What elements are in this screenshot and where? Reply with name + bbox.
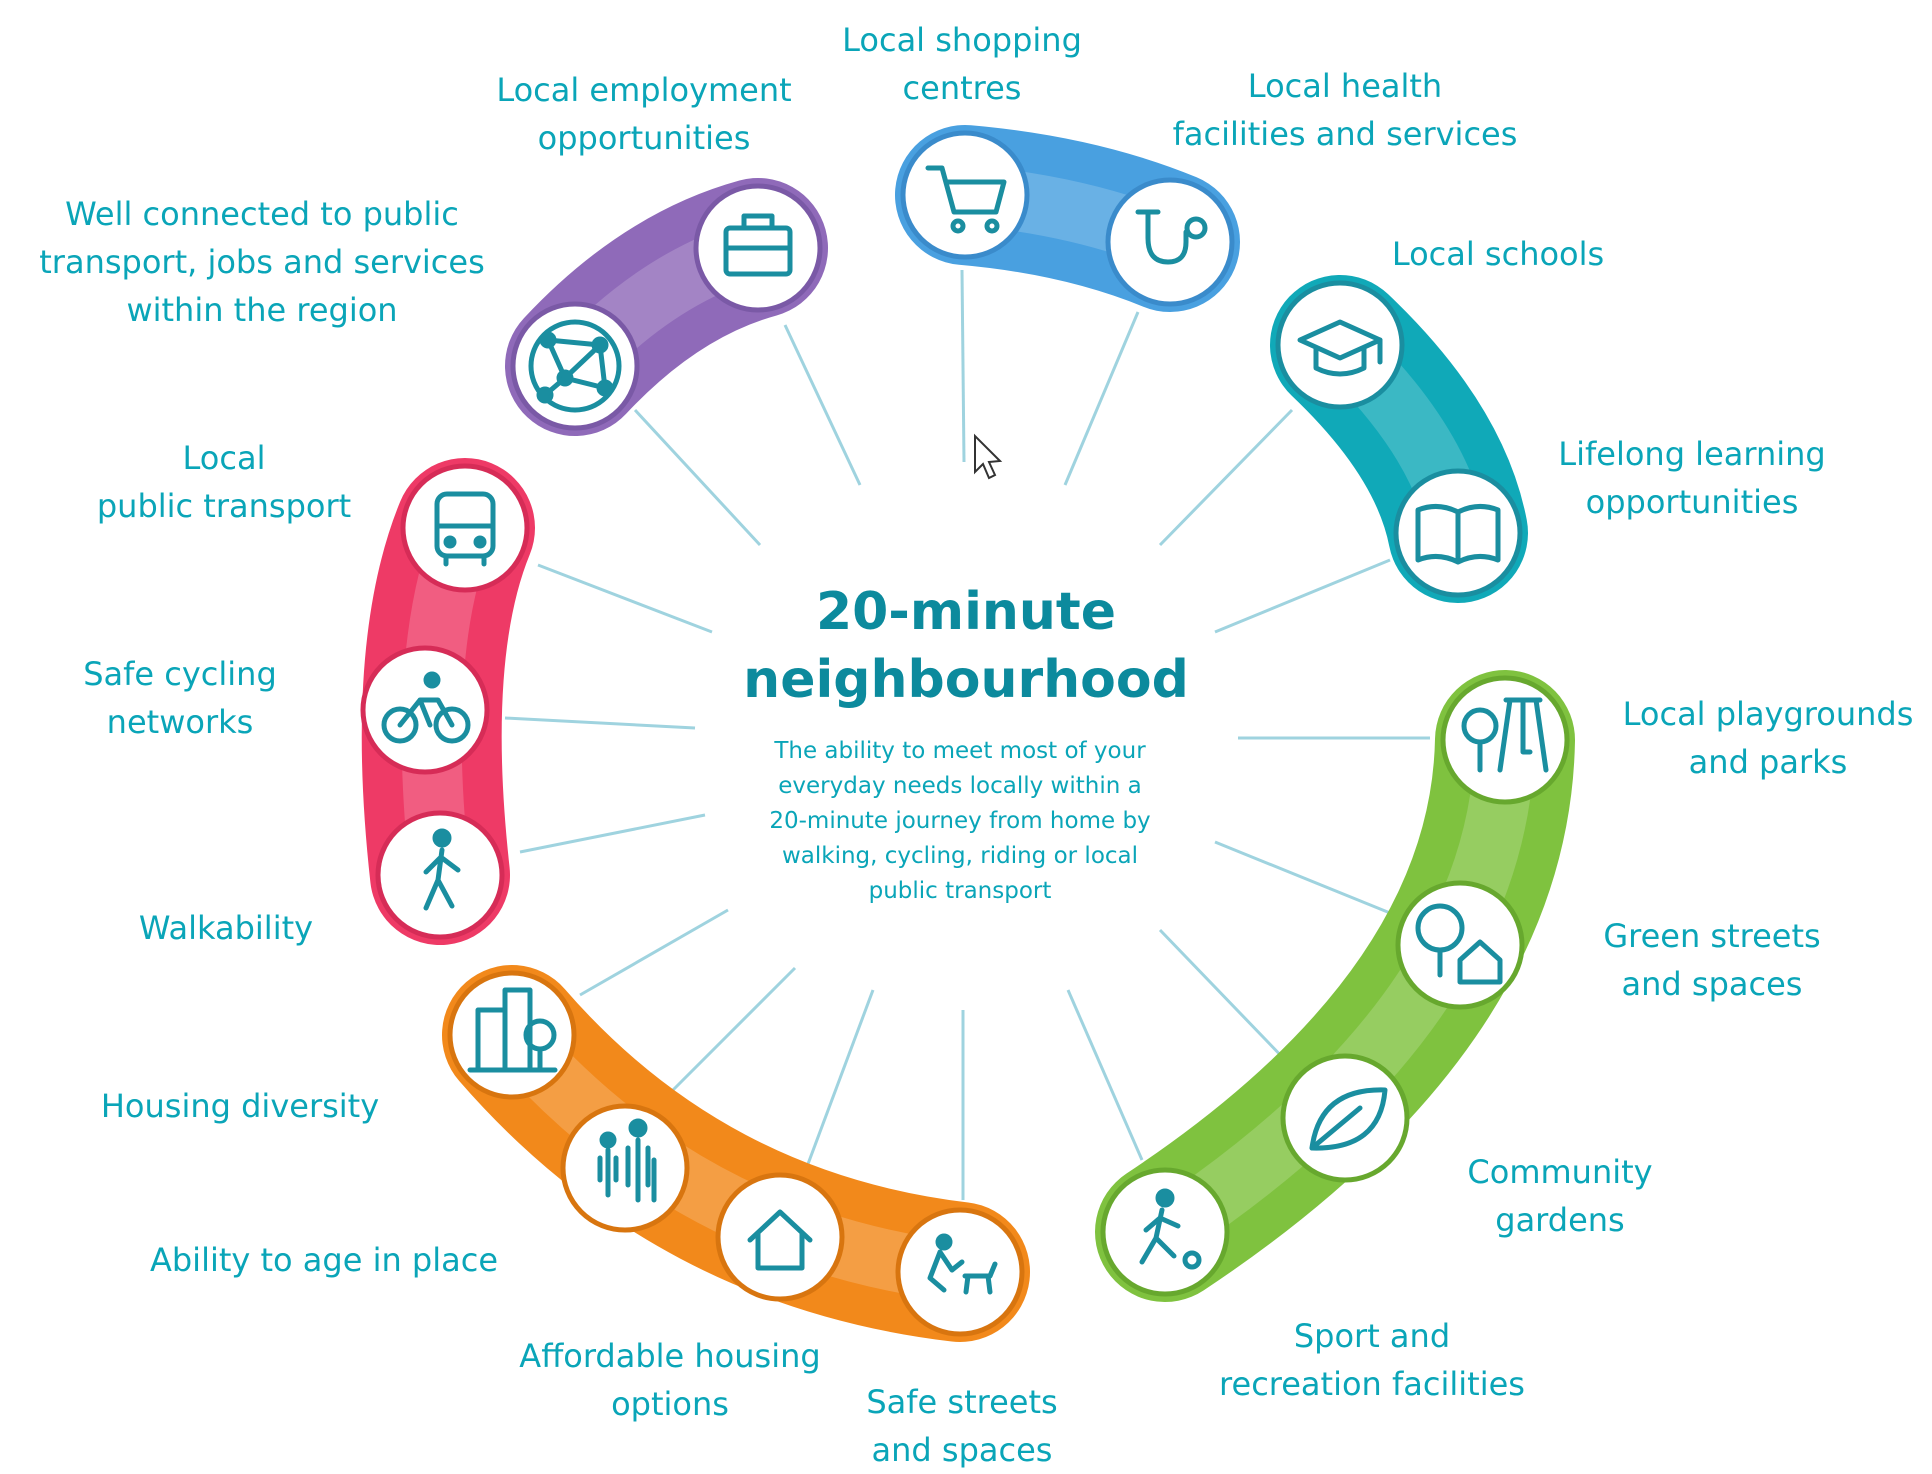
shopping-cart-icon (925, 165, 1007, 234)
graduation-cap-icon (1297, 319, 1383, 377)
trees-house-icon (1415, 903, 1503, 985)
label-local-schools: Local schools (1391, 235, 1605, 273)
stethoscope-icon (1135, 209, 1208, 265)
playground-swing-icon (1461, 697, 1549, 773)
network-globe-icon (528, 319, 622, 413)
family-icon (597, 1118, 657, 1203)
person-with-dog-icon (927, 1233, 998, 1295)
house-icon (747, 1209, 813, 1271)
connector-lines (504, 269, 1430, 1200)
soccer-player-icon (1139, 1188, 1202, 1270)
label-housing-diversity: Housing diversity (100, 1087, 380, 1125)
bus-icon (434, 491, 496, 567)
cyclist-icon (381, 671, 471, 744)
pedestrian-icon (423, 828, 461, 911)
mouse-cursor-icon (974, 433, 1003, 480)
open-book-icon (1415, 504, 1501, 565)
briefcase-icon (723, 213, 793, 277)
leaf-icon (1309, 1087, 1388, 1151)
band-orange (442, 965, 1030, 1342)
label-age-in-place: Ability to age in place (149, 1241, 499, 1279)
center-description: The ability to meet most of your everyda… (769, 738, 1151, 904)
label-walkability: Walkability (138, 909, 314, 947)
band-green (1095, 670, 1575, 1302)
buildings-icon (467, 987, 558, 1073)
